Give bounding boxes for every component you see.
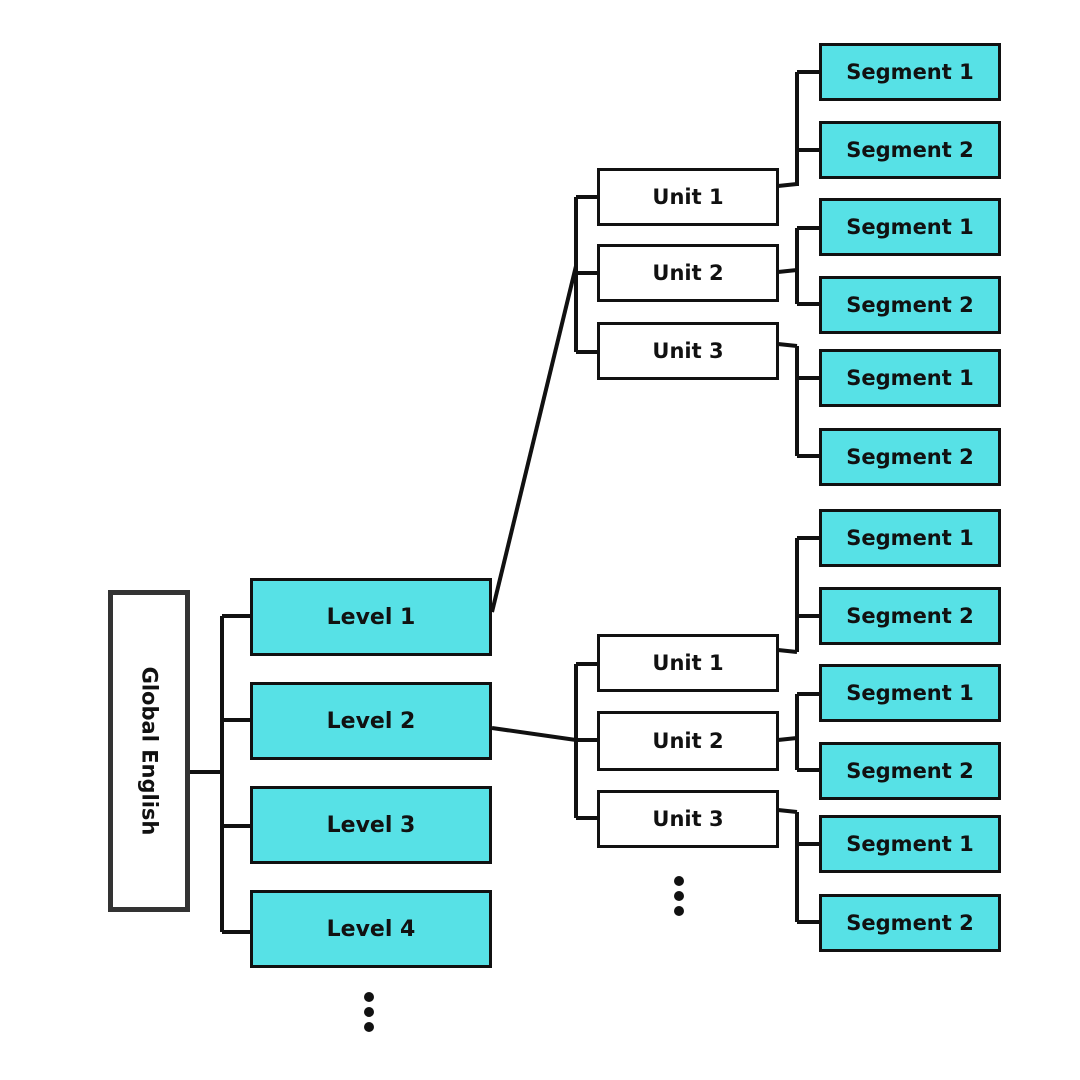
level-label: Level 4 — [326, 916, 416, 942]
segment-node-b5: Segment 1 — [819, 815, 1001, 873]
segment-node-a2: Segment 2 — [819, 121, 1001, 179]
segment-label: Segment 2 — [846, 759, 974, 783]
segment-label: Segment 1 — [846, 366, 974, 390]
levels-ellipsis — [362, 992, 376, 1037]
segment-node-a3: Segment 1 — [819, 198, 1001, 256]
level-node-3: Level 3 — [250, 786, 492, 864]
level-label: Level 1 — [326, 604, 416, 630]
level-label: Level 3 — [326, 812, 416, 838]
level-node-1: Level 1 — [250, 578, 492, 656]
segment-node-a4: Segment 2 — [819, 276, 1001, 334]
segment-node-a1: Segment 1 — [819, 43, 1001, 101]
segment-node-b1: Segment 1 — [819, 509, 1001, 567]
segment-label: Segment 2 — [846, 138, 974, 162]
unit-label: Unit 3 — [652, 807, 724, 831]
segment-label: Segment 2 — [846, 293, 974, 317]
level-node-4: Level 4 — [250, 890, 492, 968]
unit-label: Unit 1 — [652, 651, 724, 675]
level-node-2: Level 2 — [250, 682, 492, 760]
unit-node-b1: Unit 1 — [597, 634, 779, 692]
segment-node-a5: Segment 1 — [819, 349, 1001, 407]
segment-node-b2: Segment 2 — [819, 587, 1001, 645]
unit-node-a1: Unit 1 — [597, 168, 779, 226]
unit-node-b3: Unit 3 — [597, 790, 779, 848]
segment-label: Segment 1 — [846, 832, 974, 856]
unit-node-a2: Unit 2 — [597, 244, 779, 302]
unit-node-a3: Unit 3 — [597, 322, 779, 380]
unit-node-b2: Unit 2 — [597, 711, 779, 771]
segment-label: Segment 2 — [846, 604, 974, 628]
segment-node-a6: Segment 2 — [819, 428, 1001, 486]
unit-label: Unit 3 — [652, 339, 724, 363]
unit-label: Unit 2 — [652, 729, 724, 753]
root-label: Global English — [137, 666, 161, 836]
segment-label: Segment 1 — [846, 526, 974, 550]
unit-label: Unit 2 — [652, 261, 724, 285]
units-ellipsis — [672, 876, 686, 921]
segment-label: Segment 1 — [846, 60, 974, 84]
unit-label: Unit 1 — [652, 185, 724, 209]
segment-node-b4: Segment 2 — [819, 742, 1001, 800]
segment-label: Segment 1 — [846, 215, 974, 239]
segment-node-b3: Segment 1 — [819, 664, 1001, 722]
segment-label: Segment 2 — [846, 445, 974, 469]
segment-node-b6: Segment 2 — [819, 894, 1001, 952]
segment-label: Segment 2 — [846, 911, 974, 935]
level-label: Level 2 — [326, 708, 416, 734]
root-node: Global English — [108, 590, 190, 912]
segment-label: Segment 1 — [846, 681, 974, 705]
